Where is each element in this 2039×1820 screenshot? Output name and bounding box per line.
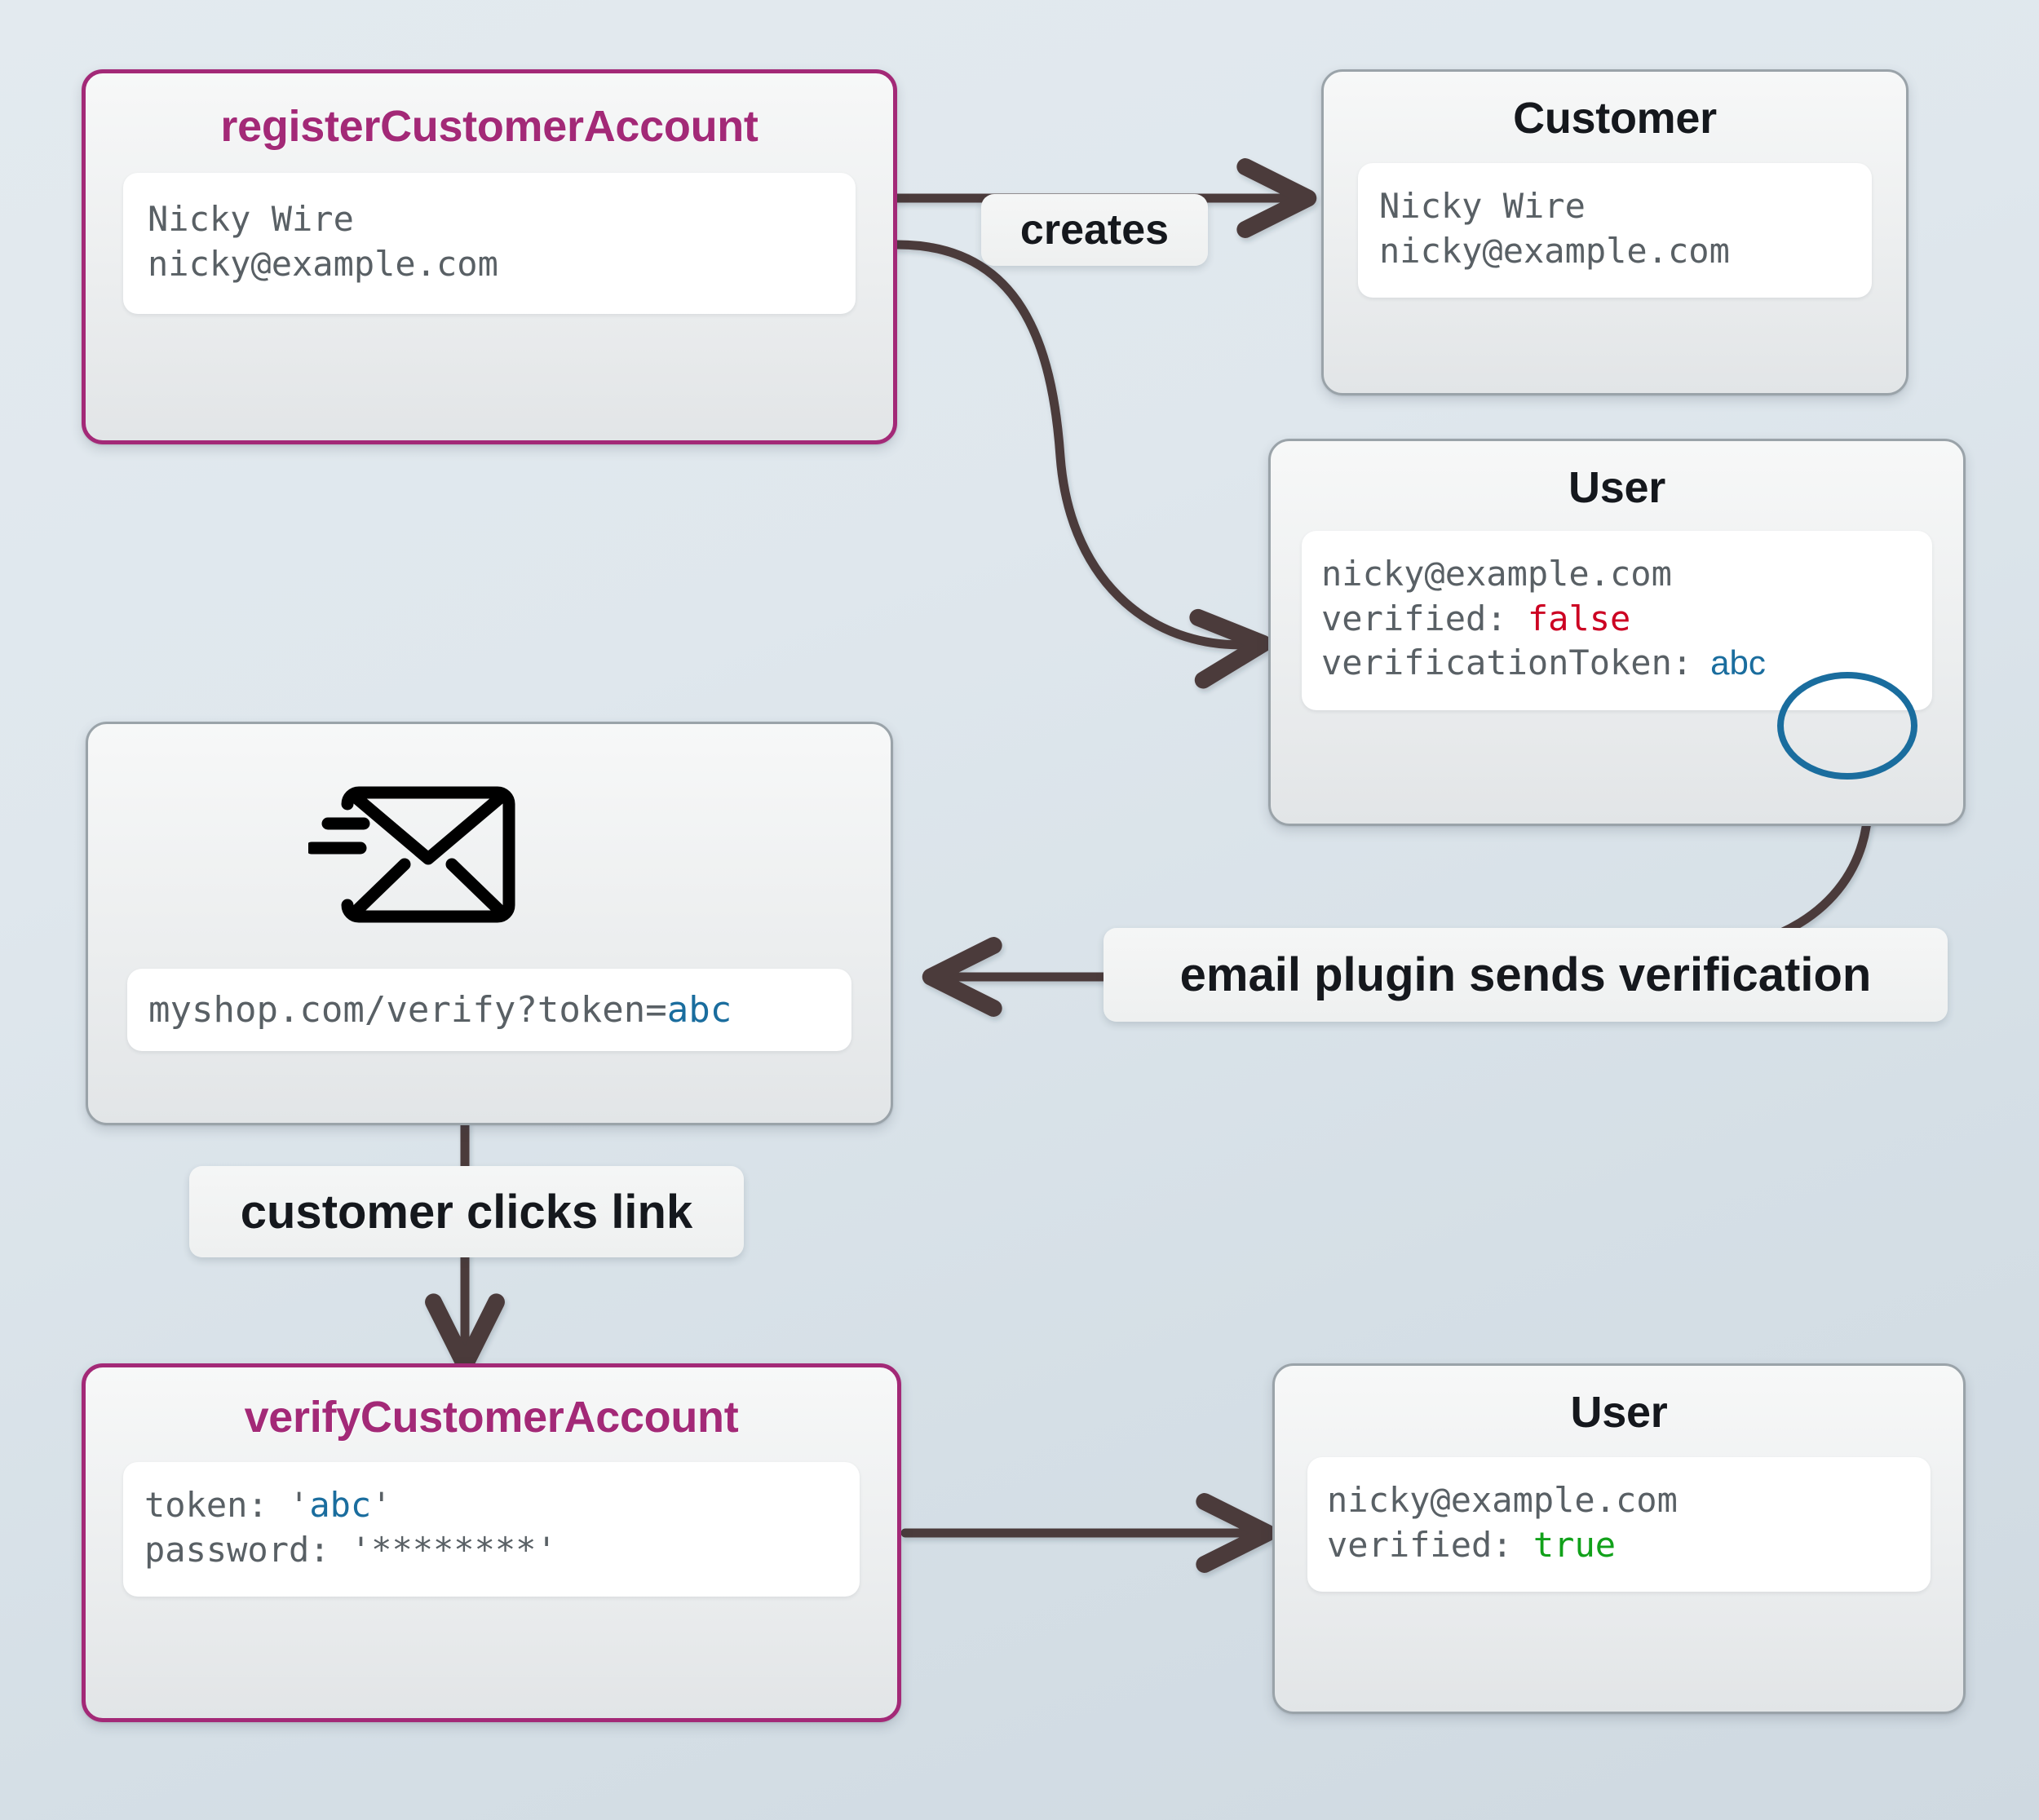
panel-user-verified-fields: nicky@example.com verified: true [1307,1457,1931,1592]
email-url-row: myshop.com/verify?token=abc [148,987,830,1033]
envelope-send-icon [308,786,515,923]
verify-token-key: token: [144,1485,290,1525]
verify-token-value: abc [309,1485,372,1525]
node-title-user-unverified: User [1568,463,1665,512]
panel-register-fields: Nicky Wire nicky@example.com [123,173,856,315]
panel-email-url: myshop.com/verify?token=abc [127,969,851,1052]
verify-token-quote-close: ' [371,1485,392,1525]
edge-label-creates: creates [981,194,1208,266]
verify-password-row: password: '********' [144,1528,838,1573]
user-unverified-verified-key: verified: [1321,598,1528,638]
node-user-unverified[interactable]: User nicky@example.com verified: false v… [1268,439,1966,826]
node-customer[interactable]: Customer Nicky Wire nicky@example.com [1321,69,1909,395]
node-verify-customer-account[interactable]: verifyCustomerAccount token: 'abc' passw… [82,1363,901,1722]
user-verified-verified-key: verified: [1327,1524,1533,1565]
user-verified-verified-row: verified: true [1327,1523,1911,1568]
edge-register-to-user [892,240,1272,689]
register-field-email: nicky@example.com [148,243,498,284]
customer-field-name: Nicky Wire [1379,186,1586,226]
customer-field-email: nicky@example.com [1379,230,1730,271]
verify-token-quote-open: ' [289,1485,310,1525]
node-title-user-verified: User [1570,1388,1668,1437]
register-field-name: Nicky Wire [148,199,354,239]
email-url-prefix: myshop.com/verify?token= [148,989,667,1031]
node-title-register: registerCustomerAccount [220,102,759,151]
node-title-customer: Customer [1513,94,1717,143]
panel-customer-fields: Nicky Wire nicky@example.com [1358,163,1872,298]
user-verified-email: nicky@example.com [1327,1480,1678,1520]
user-unverified-token-key: verificationToken: [1321,643,1693,683]
verify-password-value: '********' [350,1529,557,1570]
user-unverified-verified-row: verified: false [1321,597,1913,642]
node-register-customer-account[interactable]: registerCustomerAccount Nicky Wire nicky… [82,69,897,444]
panel-verify-fields: token: 'abc' password: '********' [123,1462,860,1597]
user-unverified-verified-value: false [1527,598,1631,638]
user-unverified-token-row: verificationToken: abc [1321,641,1913,686]
user-verified-verified-value: true [1533,1524,1617,1565]
edge-label-email-plugin: email plugin sends verification [1104,928,1948,1022]
edge-label-customer-clicks-link: customer clicks link [189,1166,744,1257]
panel-user-unverified-fields: nicky@example.com verified: false verifi… [1302,531,1932,710]
user-unverified-token-value: abc [1710,643,1766,682]
verify-password-key: password: [144,1529,351,1570]
node-user-verified[interactable]: User nicky@example.com verified: true [1272,1363,1966,1714]
node-email-message[interactable]: myshop.com/verify?token=abc [86,722,893,1125]
verify-token-row: token: 'abc' [144,1483,838,1528]
email-url-token: abc [666,989,732,1031]
node-title-verify: verifyCustomerAccount [244,1393,739,1442]
user-unverified-email: nicky@example.com [1321,554,1672,594]
